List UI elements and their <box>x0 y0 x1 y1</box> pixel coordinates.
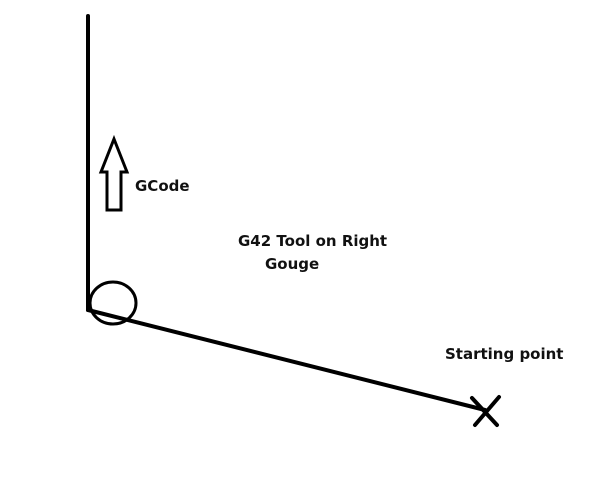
diagonal-path-line <box>86 308 487 412</box>
up-arrow-icon <box>98 134 130 212</box>
starting-point-x-icon <box>470 395 501 427</box>
gcode-label: GCode <box>135 177 190 195</box>
tool-circle-icon <box>88 280 138 326</box>
tool-side-label: G42 Tool on Right <box>238 232 388 250</box>
starting-point-label: Starting point <box>445 345 564 363</box>
gouge-label: Gouge <box>265 255 320 273</box>
